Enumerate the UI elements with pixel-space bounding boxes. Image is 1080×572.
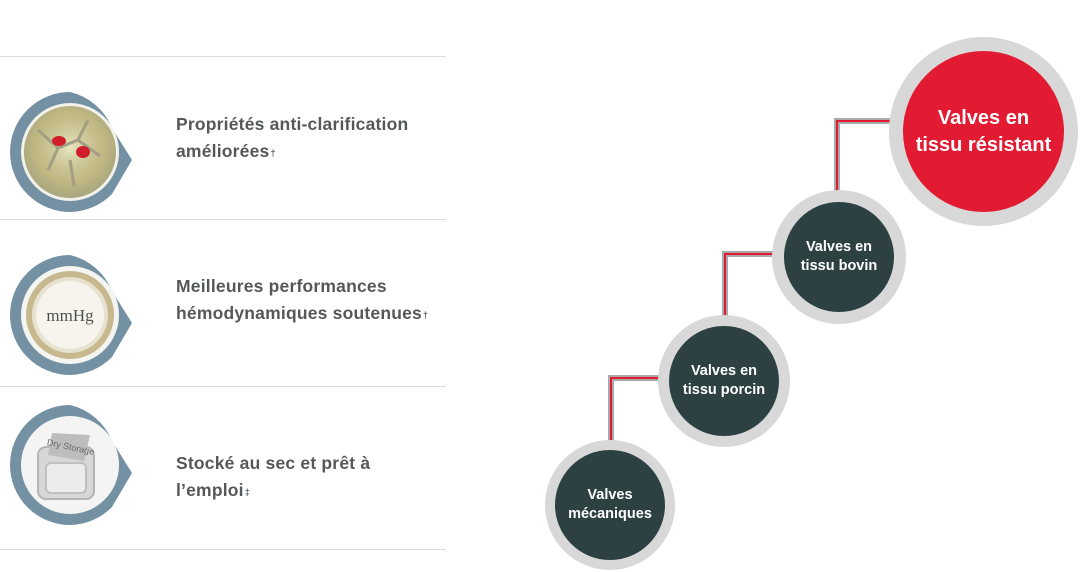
step-bovine-tissue-valves: Valves en tissu bovin	[772, 190, 906, 324]
step-porcine-tissue-valves: Valves en tissu porcin	[658, 315, 790, 447]
step-porcine-tissue-valves-label: Valves en tissu porcin	[682, 363, 766, 398]
feature-item-hemodynamics: mmHg Meilleures performances hémodynamiq…	[0, 253, 446, 383]
step-porcine-tissue-valves-core: Valves en tissu porcin	[669, 326, 779, 436]
step-bovine-tissue-valves-core: Valves en tissu bovin	[784, 202, 894, 312]
divider-top	[0, 56, 446, 57]
feature-text-dry-storage: Stocké au sec et prêt à l’emploi‡	[176, 453, 371, 500]
feature-text-hemodynamics: Meilleures performances hémodynamiques s…	[176, 276, 429, 323]
step-resilient-tissue-valves: Valves en tissu résistant	[889, 37, 1078, 226]
divider-2	[0, 386, 446, 387]
mmhg-gauge-icon: mmHg	[10, 255, 132, 375]
divider-1	[0, 219, 446, 220]
feature-text-anti-calcification: Propriétés anti-clarification améliorées…	[176, 114, 409, 161]
feature-item-dry-storage: Dry Storage Stocké au sec et prêt à l’em…	[0, 403, 446, 533]
step-bovine-tissue-valves-label: Valves en tissu bovin	[800, 239, 878, 274]
feature-item-anti-calcification: Propriétés anti-clarification améliorées…	[0, 90, 446, 220]
step-resilient-tissue-valves-label: Valves en tissu résistant	[915, 106, 1052, 156]
step-mechanical-valves: Valves mécaniques	[545, 440, 675, 570]
step-mechanical-valves-label: Valves mécaniques	[568, 487, 652, 522]
mmhg-label: mmHg	[46, 306, 94, 325]
step-mechanical-valves-core: Valves mécaniques	[555, 450, 665, 560]
crystal-calcification-icon	[10, 92, 132, 212]
dry-storage-tray-icon: Dry Storage	[10, 405, 132, 525]
divider-bottom	[0, 549, 446, 550]
step-resilient-tissue-valves-core: Valves en tissu résistant	[903, 51, 1064, 212]
